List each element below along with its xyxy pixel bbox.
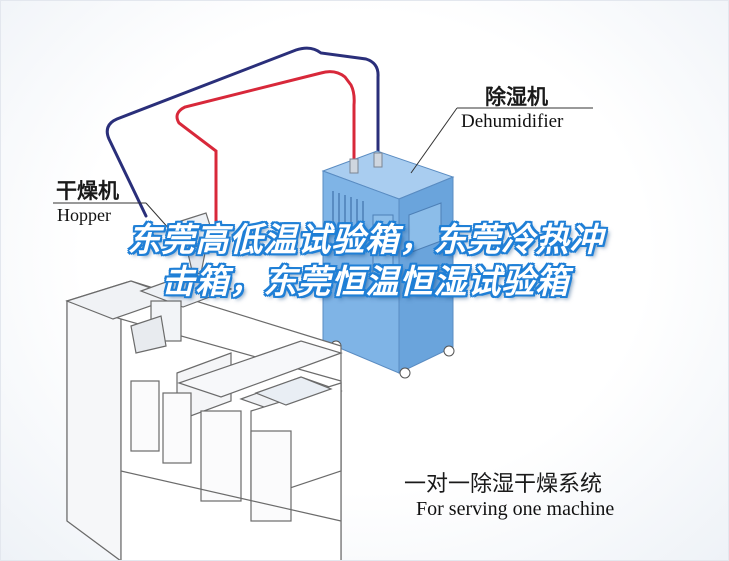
- dehumidifier-leader-line: [410, 107, 458, 174]
- hopper-leader-line: [145, 202, 172, 232]
- hopper-label-en: Hopper: [57, 205, 111, 225]
- watermark-title: 东莞高低温试验箱，东莞冷热冲击箱，东莞恒温恒湿试验箱: [127, 220, 604, 301]
- system-label-en: For serving one machine: [416, 498, 615, 520]
- hopper-label-cn: 干燥机: [56, 179, 119, 203]
- dehumidifier-label-cn: 除湿机: [485, 85, 548, 109]
- supply-pipe: [175, 70, 356, 248]
- return-pipe: [105, 46, 380, 218]
- injection-machine: [65, 212, 343, 560]
- dehumidifier-unit: [321, 150, 455, 379]
- system-label-cn: 一对一除湿干燥系统: [404, 472, 603, 497]
- dehumidifier-label-en: Dehumidifier: [461, 111, 564, 132]
